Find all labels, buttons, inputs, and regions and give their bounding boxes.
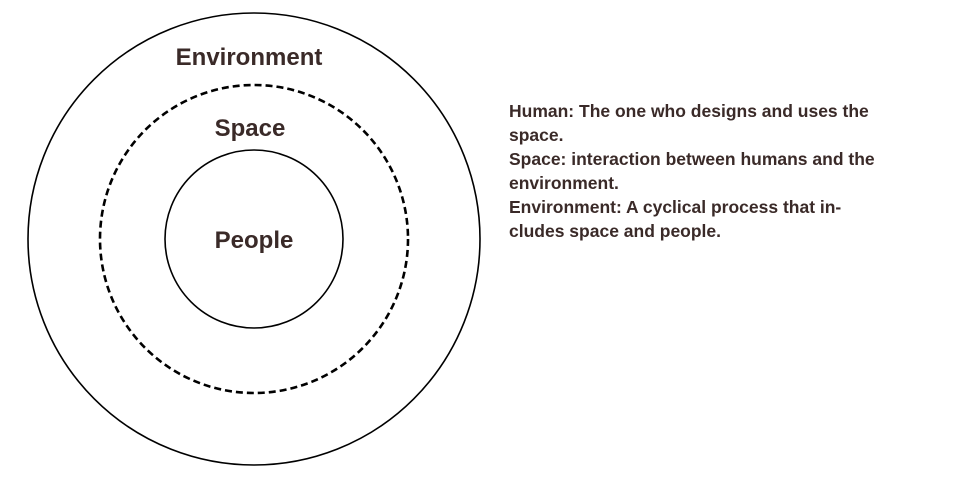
- people-label: People: [215, 227, 294, 254]
- space-label: Space: [215, 115, 286, 142]
- environment-label: Environment: [176, 44, 323, 71]
- definition-line: Environment: A cyclical process that in-: [509, 197, 842, 217]
- definitions-text: Human: The one who designs and uses the …: [509, 99, 949, 243]
- definition-line: Human: The one who designs and uses the: [509, 101, 869, 121]
- people-circle: [164, 149, 344, 329]
- definition-line: cludes space and people.: [509, 221, 722, 241]
- definition-line: space.: [509, 125, 564, 145]
- environment-circle: [27, 12, 481, 466]
- definition-line: environment.: [509, 173, 619, 193]
- space-circle-dashed: [98, 83, 410, 395]
- definition-line: Space: interaction between humans and th…: [509, 149, 875, 169]
